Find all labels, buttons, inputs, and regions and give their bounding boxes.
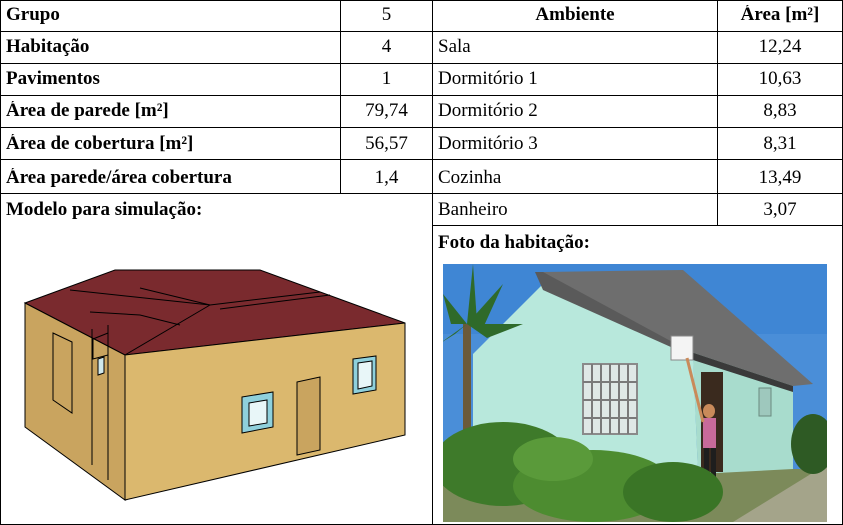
room-name: Dormitório 1 <box>438 69 538 89</box>
row-line <box>432 193 843 194</box>
room-area: 12,24 <box>758 37 802 57</box>
room-area: 8,31 <box>763 134 797 154</box>
row-line <box>0 159 843 160</box>
value-habitacao: 4 <box>381 37 392 57</box>
label-grupo: Grupo <box>6 5 60 25</box>
value-grupo: 5 <box>381 5 392 25</box>
row-line <box>0 127 843 128</box>
room-area: 13,49 <box>758 168 802 188</box>
col-line <box>340 0 341 193</box>
photo-label: Foto da habitação: <box>438 233 590 253</box>
value-pavimentos: 1 <box>381 69 392 89</box>
room-name: Dormitório 3 <box>438 134 538 154</box>
header-area: Área [m²] <box>740 5 820 25</box>
label-parede-cobertura: Área parede/área cobertura <box>6 168 232 188</box>
value-parede-cobertura: 1,4 <box>374 168 399 188</box>
room-name: Sala <box>438 37 471 57</box>
table-border-top <box>0 0 843 1</box>
col-line <box>717 0 718 225</box>
value-area-cobertura: 56,57 <box>365 134 408 154</box>
simulation-model-image <box>23 269 406 501</box>
room-name: Dormitório 2 <box>438 101 538 121</box>
label-area-parede: Área de parede [m²] <box>6 101 169 121</box>
row-line <box>432 225 843 226</box>
room-name: Banheiro <box>438 200 508 220</box>
house-photo-image <box>443 264 827 522</box>
header-ambiente: Ambiente <box>535 5 615 25</box>
model-label: Modelo para simulação: <box>6 200 203 220</box>
value-area-parede: 79,74 <box>365 101 408 121</box>
col-line <box>0 0 1 525</box>
label-habitacao: Habitação <box>6 37 90 57</box>
row-line <box>0 95 843 96</box>
room-area: 8,83 <box>763 101 797 121</box>
label-area-cobertura: Área de cobertura [m²] <box>6 134 194 154</box>
col-line <box>432 0 433 525</box>
room-area: 3,07 <box>763 200 797 220</box>
row-line <box>0 63 843 64</box>
row-line <box>0 31 843 32</box>
label-pavimentos: Pavimentos <box>6 69 100 89</box>
room-area: 10,63 <box>758 69 802 89</box>
row-line <box>0 193 432 194</box>
room-name: Cozinha <box>438 168 502 188</box>
